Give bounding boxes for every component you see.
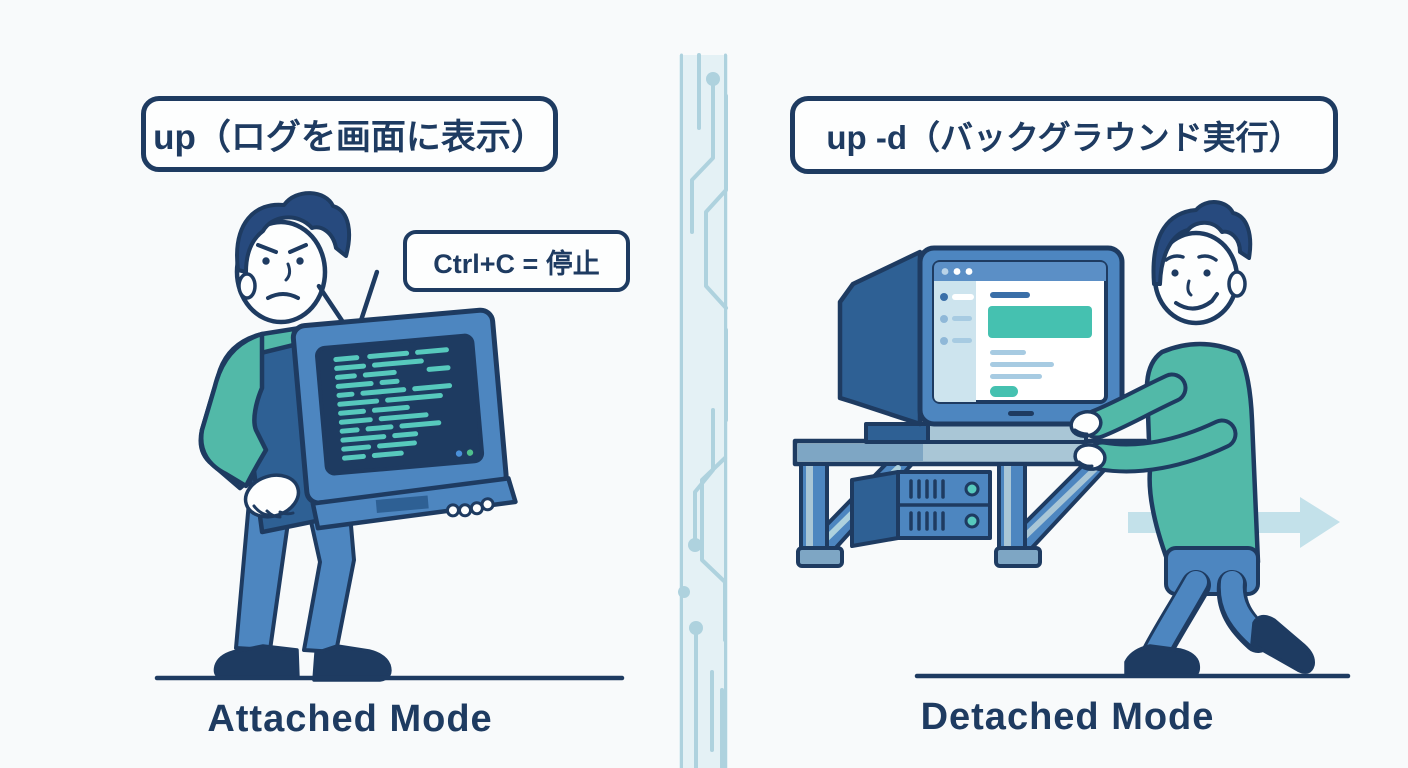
power-led-green	[466, 449, 474, 456]
hidden-hand-fingers	[445, 497, 495, 518]
left-eyebrow	[256, 243, 278, 254]
left-eye	[262, 257, 270, 265]
monitor-notch	[1008, 411, 1034, 416]
front-shoe	[1250, 614, 1315, 674]
smile	[1174, 292, 1219, 311]
carrying-man-head	[234, 191, 352, 325]
monitor-stand	[864, 422, 1088, 444]
carrying-man-arm	[198, 331, 269, 489]
right-eye	[1203, 269, 1211, 277]
ctrl-c-callout: Ctrl+C = 停止	[403, 230, 630, 292]
server-unit	[850, 470, 992, 548]
attached-scene	[154, 191, 625, 682]
circuit-divider	[678, 53, 728, 768]
frown	[266, 292, 300, 300]
monitor-back	[837, 249, 923, 427]
gui-titlebar	[934, 262, 1106, 281]
circuit-traces	[678, 53, 728, 768]
shelf-board-shade	[798, 444, 923, 461]
ear	[237, 272, 257, 300]
walking-man-figure	[1069, 200, 1315, 678]
window-dot-2	[953, 268, 961, 275]
left-eyebrow	[1164, 254, 1185, 262]
detached-scene	[792, 200, 1351, 679]
detached-mode-label: Detached Mode	[920, 696, 1215, 738]
antenna-right	[358, 269, 380, 325]
attached-mode-label: Attached Mode	[207, 698, 493, 740]
server-vents	[909, 479, 945, 531]
divider-band	[679, 55, 728, 768]
right-eyebrow	[1197, 254, 1218, 262]
server-led-bottom	[964, 513, 980, 529]
back-shoe	[1124, 644, 1201, 678]
nose	[1186, 279, 1193, 297]
nose	[284, 262, 292, 282]
power-led-blue	[455, 450, 463, 457]
left-title-text: up（ログを画面に表示）	[153, 117, 546, 157]
wall-shelf	[792, 438, 1148, 568]
ctrl-c-callout-text: Ctrl+C = 停止	[433, 248, 600, 279]
window-dot-1	[941, 268, 949, 275]
hair	[235, 191, 352, 274]
gui-content	[988, 292, 1092, 397]
walking-man-legs	[1124, 546, 1315, 678]
gui-teal-panel	[988, 306, 1092, 338]
left-title-badge: up（ログを画面に表示）	[141, 96, 558, 172]
right-eyebrow	[288, 243, 308, 254]
antenna-left	[316, 283, 347, 327]
window-dot-3	[965, 268, 973, 275]
crt-monitor	[236, 269, 518, 535]
server-led-top	[964, 481, 980, 497]
shelf-bracket-right	[994, 462, 1112, 568]
gui-sidebar-items	[940, 293, 974, 345]
left-eye	[1171, 269, 1179, 277]
right-title-text: up -d（バックグラウンド実行）	[826, 119, 1302, 156]
left-shoe	[213, 644, 300, 680]
ear	[1227, 270, 1247, 298]
right-title-badge: up -d（バックグラウンド実行）	[790, 96, 1338, 174]
crt-base-slot	[375, 495, 429, 513]
hair	[1151, 200, 1253, 286]
gui-monitor	[837, 245, 1125, 444]
gui-teal-button	[990, 386, 1018, 397]
right-eye	[296, 257, 304, 265]
hand-lower	[1073, 443, 1107, 471]
walking-man-arms	[1069, 372, 1238, 474]
right-shoe	[312, 644, 392, 682]
terminal-log-lines	[333, 347, 453, 461]
carrying-man-hand	[243, 473, 301, 519]
hand-upper	[1069, 410, 1103, 438]
server-side	[850, 470, 900, 548]
walking-man-head	[1151, 200, 1253, 326]
